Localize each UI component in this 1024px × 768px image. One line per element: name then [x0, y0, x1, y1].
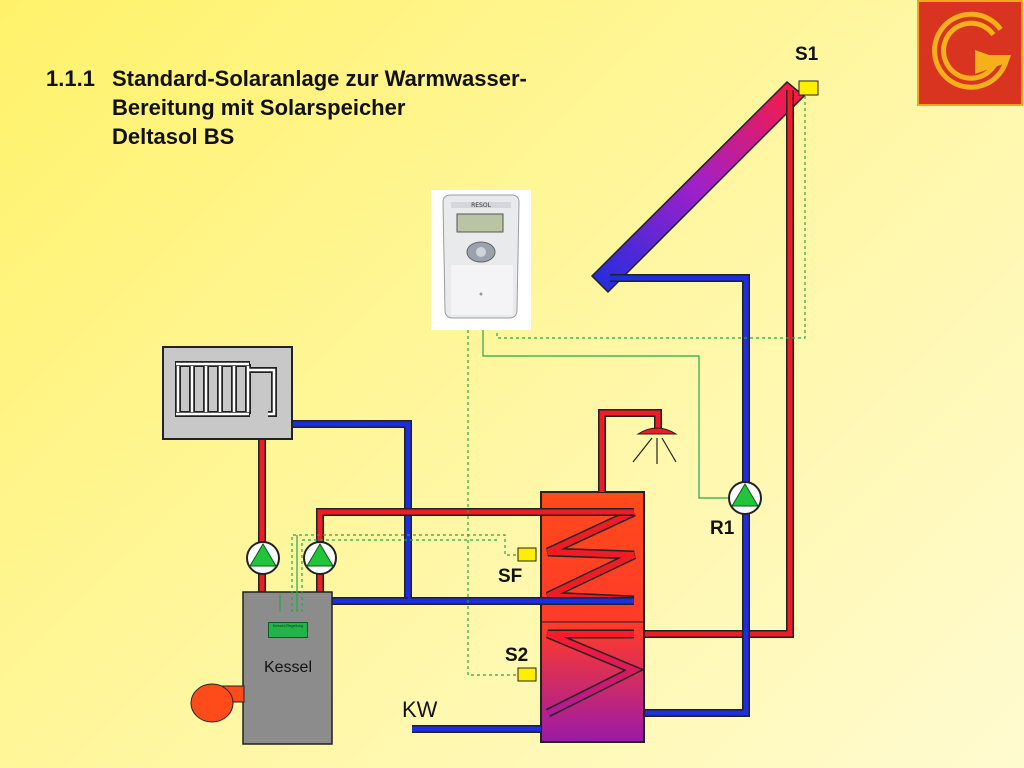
sensor-s1 — [798, 80, 819, 96]
lower-coil — [545, 629, 645, 718]
company-logo — [917, 0, 1023, 106]
radiator — [162, 346, 293, 440]
boiler — [242, 591, 333, 745]
title-line-2: Bereitung mit Solarspeicher — [112, 95, 406, 120]
boiler-label: Kessel — [263, 659, 313, 676]
burner-icon — [190, 683, 245, 723]
boiler-control-module: Kessel-Regelung — [268, 622, 308, 638]
cold-water-label: KW — [402, 697, 438, 722]
pump-r1-icon — [728, 481, 762, 515]
shower-icon — [632, 427, 678, 464]
sensor-wires — [291, 90, 806, 676]
sensor-s2-label: S2 — [505, 645, 529, 666]
title-line-3: Deltasol BS — [112, 124, 235, 149]
controller-brand: RESOL — [471, 202, 491, 209]
title-line-1: Standard-Solaranlage zur Warmwasser- — [112, 66, 527, 91]
section-number: 1.1.1 — [46, 66, 95, 91]
logo-g-icon — [932, 11, 1012, 90]
page-title: 1.1.1 Standard-Solaranlage zur Warmwasser… — [46, 64, 527, 151]
solar-controller: RESOL — [431, 190, 531, 330]
sensor-s2 — [517, 667, 537, 682]
hot-water-pipe — [598, 409, 662, 492]
pump-r1-label: R1 — [710, 518, 735, 539]
solar-collector — [590, 80, 806, 294]
pump-heating-icon — [246, 541, 280, 575]
sensor-sf-label: SF — [498, 566, 523, 587]
sensor-sf — [517, 547, 537, 562]
controller-device-icon: RESOL — [442, 194, 520, 319]
sensor-s1-label: S1 — [795, 44, 819, 65]
signal-wires — [279, 330, 728, 612]
solar-flow-pipe — [634, 90, 794, 638]
pump-tank-loading-icon — [303, 541, 337, 575]
